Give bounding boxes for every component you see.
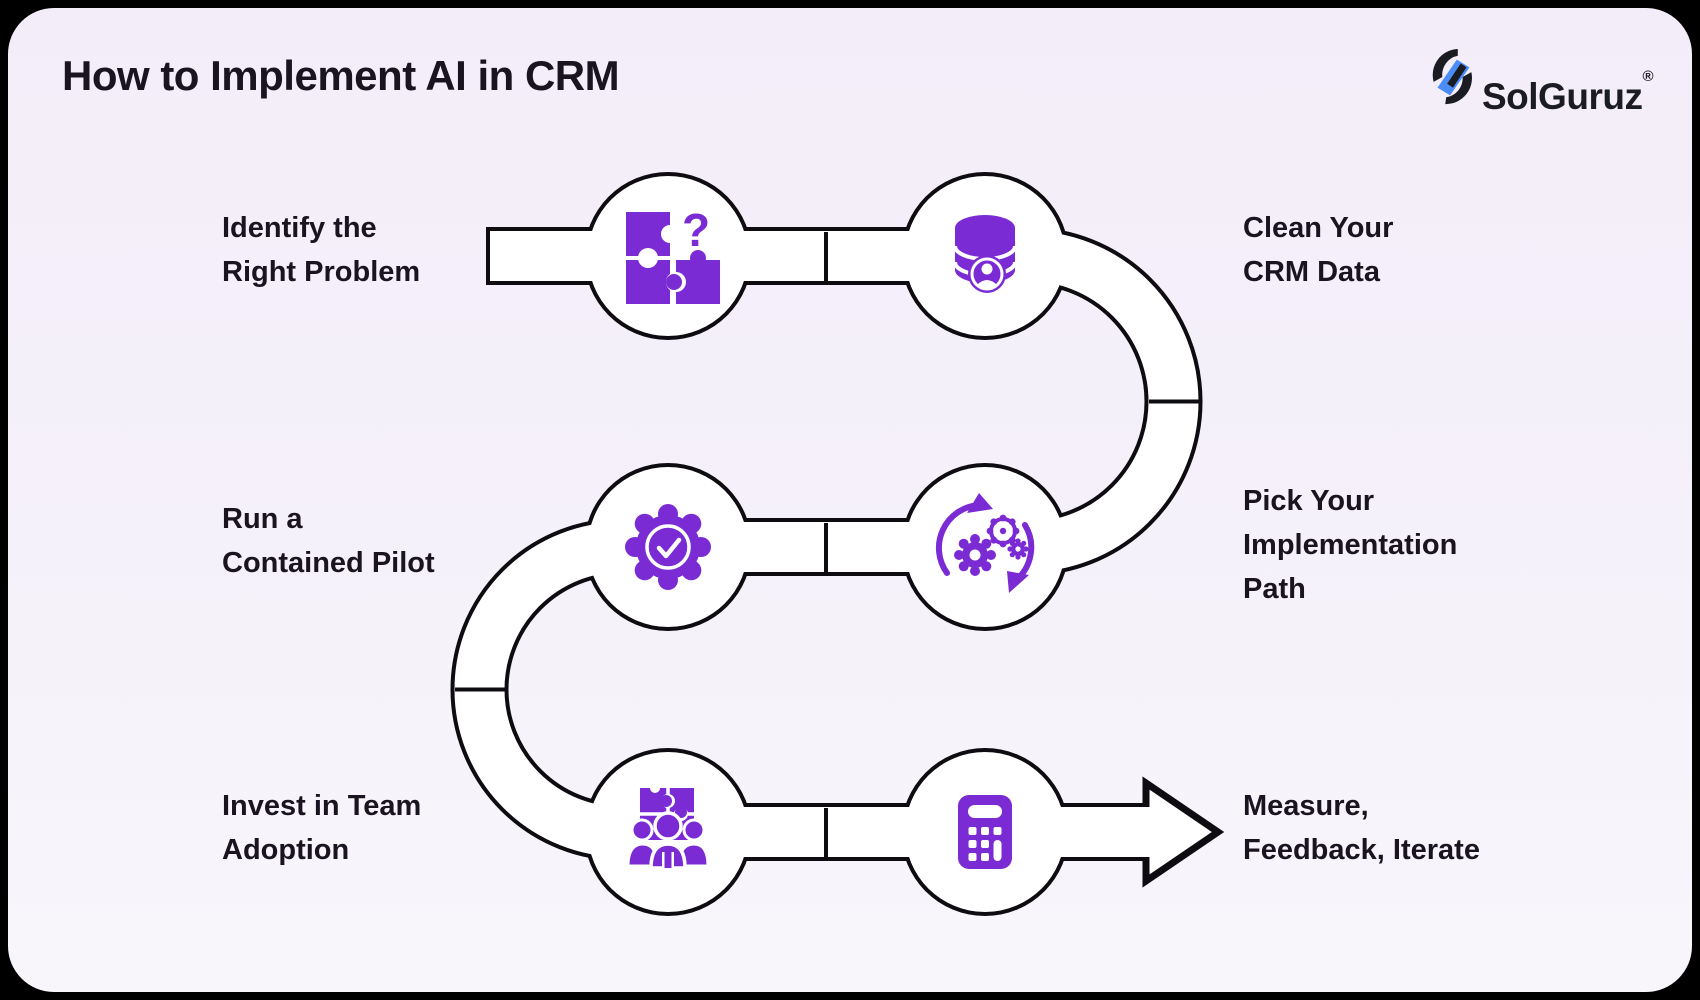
process-cycle-icon [935, 493, 1035, 593]
flow-arrow-head [1142, 776, 1225, 888]
brand-name: SolGuruz® [1482, 68, 1654, 117]
solguruz-bolt-icon [1432, 48, 1472, 105]
registered-mark: ® [1642, 68, 1654, 85]
step-6-label: Measure, Feedback, Iterate [1243, 790, 1480, 866]
database-user-icon [953, 215, 1017, 293]
step-2-label: Clean Your CRM Data [1243, 212, 1394, 288]
svg-text:?: ? [682, 204, 710, 256]
step-3-label: Pick Your Implementation Path [1243, 485, 1458, 605]
step-5-label: Invest in Team Adoption [222, 790, 422, 866]
gear-check-icon [625, 504, 711, 590]
puzzle-question-icon: ? [626, 204, 720, 304]
segment-seams [455, 232, 1199, 857]
step-1-label: Identify the Right Problem [222, 212, 421, 288]
page-title: How to Implement AI in CRM [62, 52, 620, 99]
calculator-icon [958, 795, 1012, 869]
team-puzzle-icon [626, 783, 710, 870]
step-4-label: Run a Contained Pilot [222, 503, 435, 579]
brand-logo: SolGuruz® [1428, 48, 1653, 126]
